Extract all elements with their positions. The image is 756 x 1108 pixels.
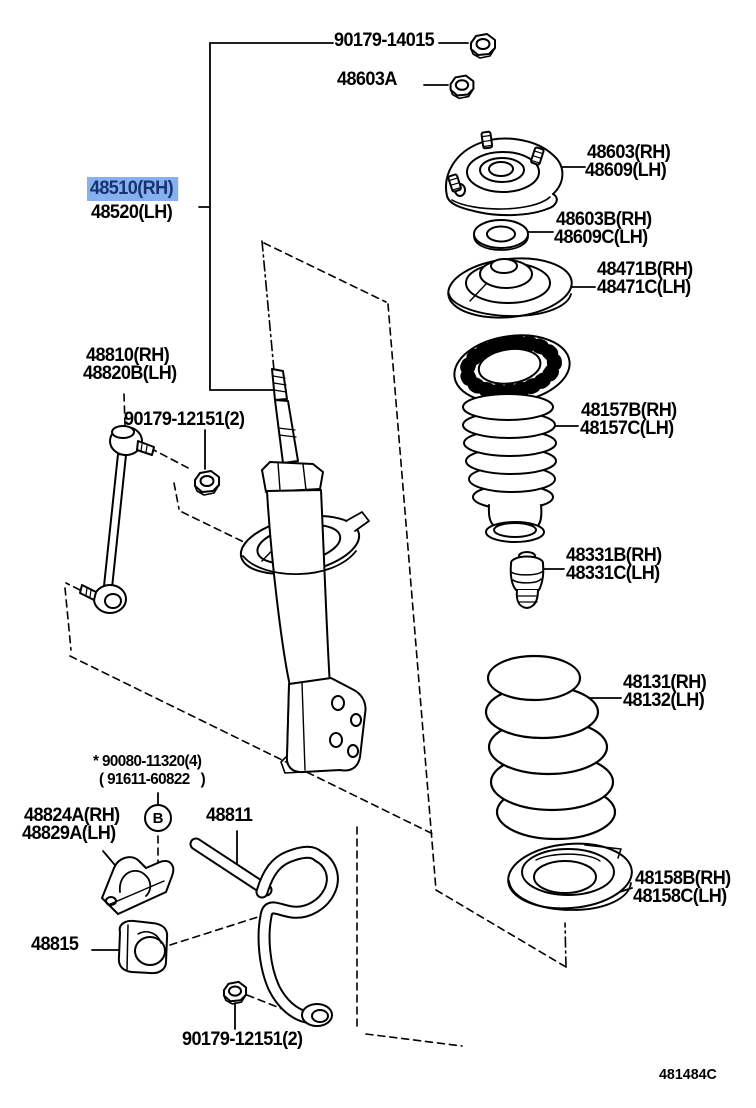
part-label-48132-lh[interactable]: 48132(LH) bbox=[623, 690, 705, 711]
marker-b-label: B bbox=[152, 810, 164, 827]
part-label-48603B-rh[interactable]: 48603B(RH) bbox=[556, 209, 652, 230]
part-label-48609C-lh[interactable]: 48609C(LH) bbox=[554, 227, 648, 248]
marker-b-circle bbox=[145, 805, 171, 831]
part-label-91611-60822[interactable]: ( 91611-60822 ) bbox=[99, 771, 206, 788]
part-label-48471B-rh[interactable]: 48471B(RH) bbox=[597, 259, 693, 280]
part-label-48829A-lh[interactable]: 48829A(LH) bbox=[22, 823, 116, 844]
coil-spring-drawing bbox=[486, 656, 615, 839]
part-label-48815[interactable]: 48815 bbox=[31, 934, 79, 955]
diagram-code: 481484C bbox=[659, 1066, 717, 1083]
leader-lines bbox=[92, 43, 632, 1029]
part-label-48609-lh[interactable]: 48609(LH) bbox=[585, 160, 667, 181]
dust-cover-drawing bbox=[450, 328, 574, 542]
support-mount-drawing bbox=[446, 131, 562, 215]
part-label-48520-lh[interactable]: 48520(LH) bbox=[91, 202, 173, 223]
part-label-90080-11320[interactable]: * 90080-11320(4) bbox=[93, 753, 202, 770]
part-label-48824A-rh[interactable]: 48824A(RH) bbox=[24, 805, 120, 826]
part-label-90179-14015[interactable]: 90179-14015 bbox=[334, 30, 435, 51]
stabilizer-bar-drawing bbox=[196, 844, 332, 1026]
part-label-48510-rh-highlighted[interactable]: 48510(RH) bbox=[87, 177, 178, 201]
part-label-48157C-lh[interactable]: 48157C(LH) bbox=[580, 418, 674, 439]
bumper-drawing bbox=[511, 552, 544, 608]
part-label-48331B-rh[interactable]: 48331B(RH) bbox=[566, 545, 662, 566]
part-label-48158B-rh[interactable]: 48158B(RH) bbox=[635, 868, 731, 889]
part-label-48331C-lh[interactable]: 48331C(LH) bbox=[566, 563, 660, 584]
part-label-48811[interactable]: 48811 bbox=[206, 805, 253, 826]
part-label-48131-rh[interactable]: 48131(RH) bbox=[623, 672, 707, 693]
part-label-48603A[interactable]: 48603A bbox=[337, 69, 397, 90]
part-label-48820B-lh[interactable]: 48820B(LH) bbox=[83, 363, 177, 384]
bar-bracket-drawing bbox=[102, 857, 173, 914]
part-label-48157B-rh[interactable]: 48157B(RH) bbox=[581, 400, 677, 421]
upper-seat-drawing bbox=[445, 253, 574, 324]
bar-bush-drawing bbox=[119, 921, 167, 973]
lower-insulator-drawing bbox=[505, 839, 634, 914]
part-label-48603-rh[interactable]: 48603(RH) bbox=[587, 142, 671, 163]
part-label-48810-rh[interactable]: 48810(RH) bbox=[86, 345, 170, 366]
strut-drawing bbox=[236, 369, 369, 773]
part-label-48471C-lh[interactable]: 48471C(LH) bbox=[597, 277, 691, 298]
part-label-90179-12151-upper[interactable]: 90179-12151(2) bbox=[124, 409, 245, 430]
stabilizer-link-drawing bbox=[80, 426, 154, 613]
part-label-90179-12151-lower[interactable]: 90179-12151(2) bbox=[182, 1029, 303, 1050]
bearing-drawing bbox=[474, 220, 528, 250]
part-label-48158C-lh[interactable]: 48158C(LH) bbox=[633, 886, 727, 907]
